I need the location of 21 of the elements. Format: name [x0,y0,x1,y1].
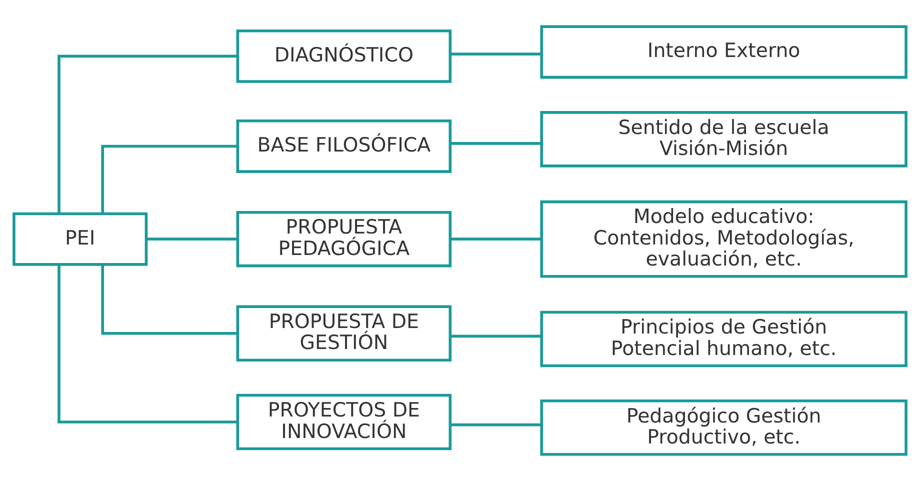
node-box: Sentido de la escuela Visión-Misión [540,111,908,168]
node-box: Modelo educativo: Contenidos, Metodologías, evaluación, etc. [540,200,908,278]
connector [58,264,238,424]
node-box: PROPUESTA PEDAGÓGICA [236,210,452,268]
connector [101,264,238,335]
node-box: DIAGNÓSTICO [236,29,452,83]
connector [146,238,238,240]
connector [450,238,542,240]
connector [101,144,238,214]
node-box: PEI [12,212,148,266]
node-box: Pedagógico Gestión Productivo, etc. [540,400,908,456]
connector [58,54,238,214]
node-box: BASE FILOSÓFICA [236,120,452,173]
connector [450,142,542,145]
node-box: PROPUESTA DE GESTIÓN [236,305,452,362]
connector [450,334,542,338]
node-box: PROYECTOS DE INNOVACIÓN [236,394,452,450]
connector [450,423,542,426]
node-box: Principios de Gestión Potencial humano, etc. [540,310,908,368]
connector [450,52,542,56]
node-box: Interno Externo [540,25,908,79]
